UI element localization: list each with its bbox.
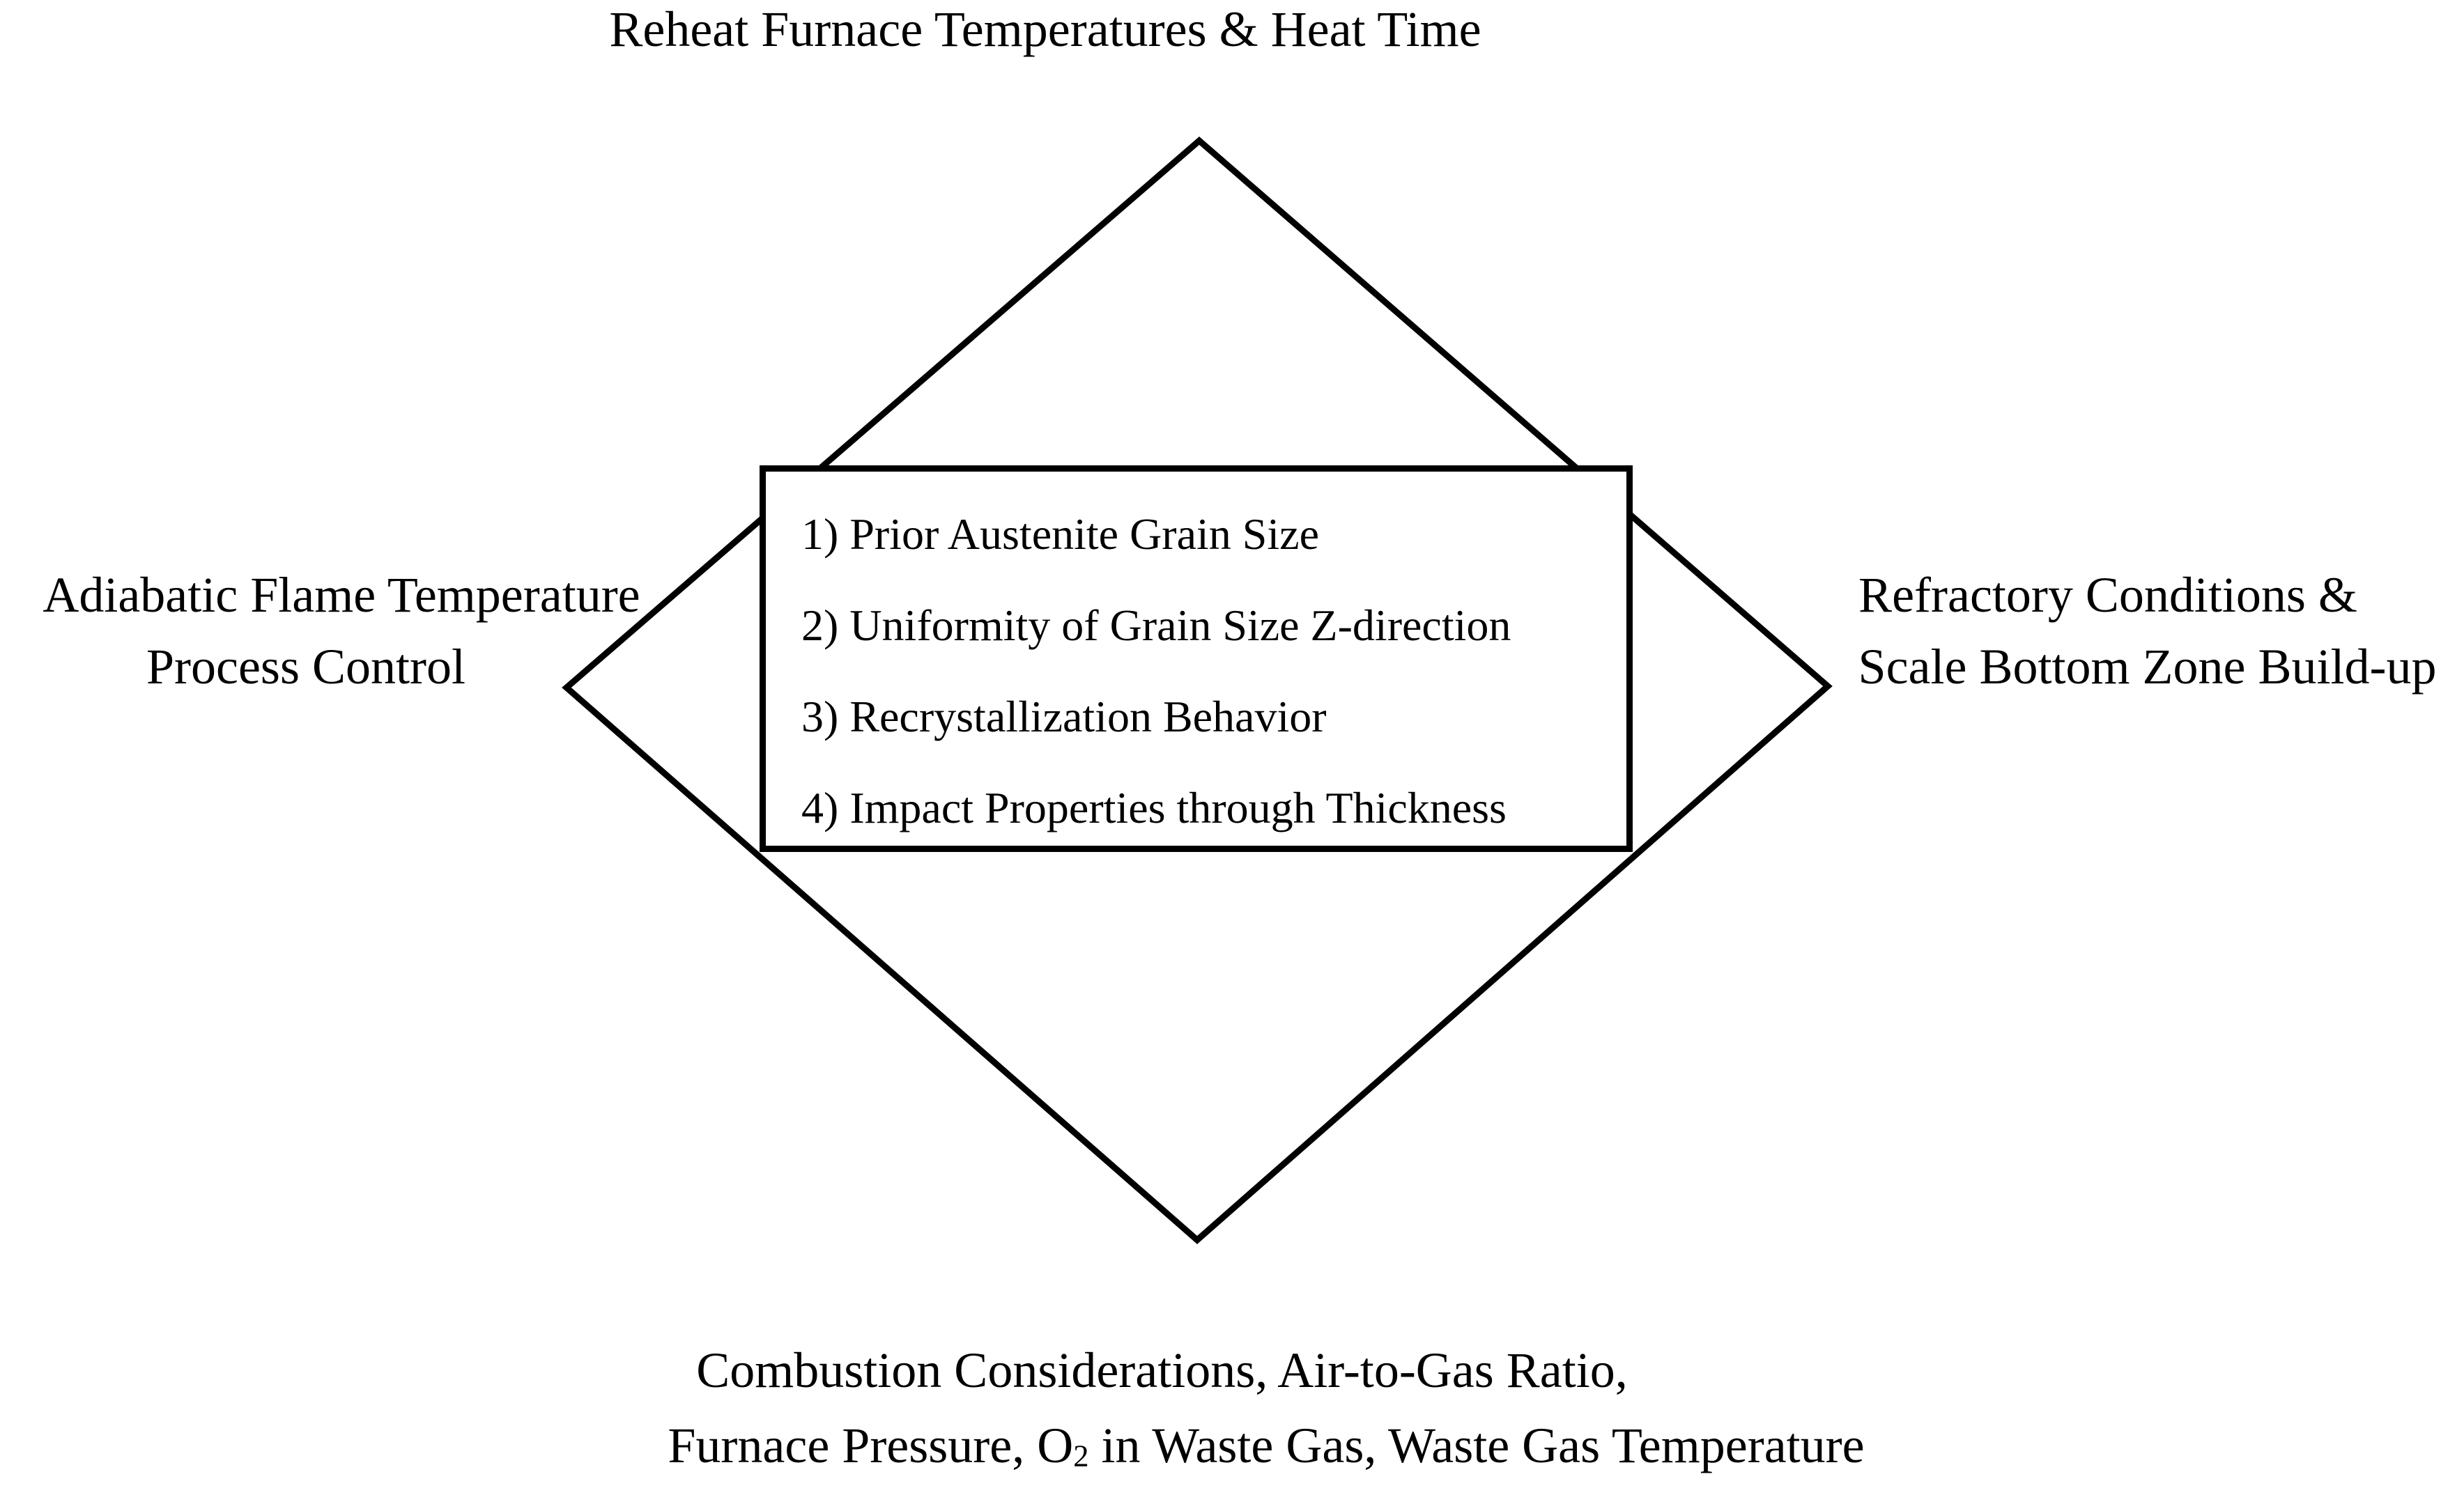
- bottom-label-line-2-prefix: Furnace Pressure, O: [668, 1418, 1074, 1473]
- right-label-line-1: Refractory Conditions &: [1858, 567, 2357, 623]
- bottom-label-line-2: Furnace Pressure, O2 in Waste Gas, Waste…: [592, 1420, 1941, 1471]
- right-label-line-2: Scale Bottom Zone Build-up: [1858, 639, 2437, 695]
- oxygen-subscript: 2: [1073, 1438, 1089, 1473]
- left-label-line-1: Adiabatic Flame Temperature: [43, 567, 640, 623]
- left-label-line-2: Process Control: [146, 639, 465, 695]
- center-box-item-1: 1) Prior Austenite Grain Size: [801, 509, 1319, 559]
- bottom-label-line-2-suffix: in Waste Gas, Waste Gas Temperature: [1088, 1418, 1865, 1473]
- center-box: 1) Prior Austenite Grain Size 2) Uniform…: [760, 465, 1633, 852]
- bottom-label-line-1: Combustion Considerations, Air-to-Gas Ra…: [696, 1342, 1628, 1398]
- center-box-item-3: 3) Recrystallization Behavior: [801, 692, 1327, 741]
- top-title: Reheat Furnace Temperatures & Heat Time: [609, 1, 1481, 57]
- center-box-item-4: 4) Impact Properties through Thickness: [801, 783, 1507, 832]
- center-box-item-2: 2) Uniformity of Grain Size Z-direction: [801, 600, 1511, 650]
